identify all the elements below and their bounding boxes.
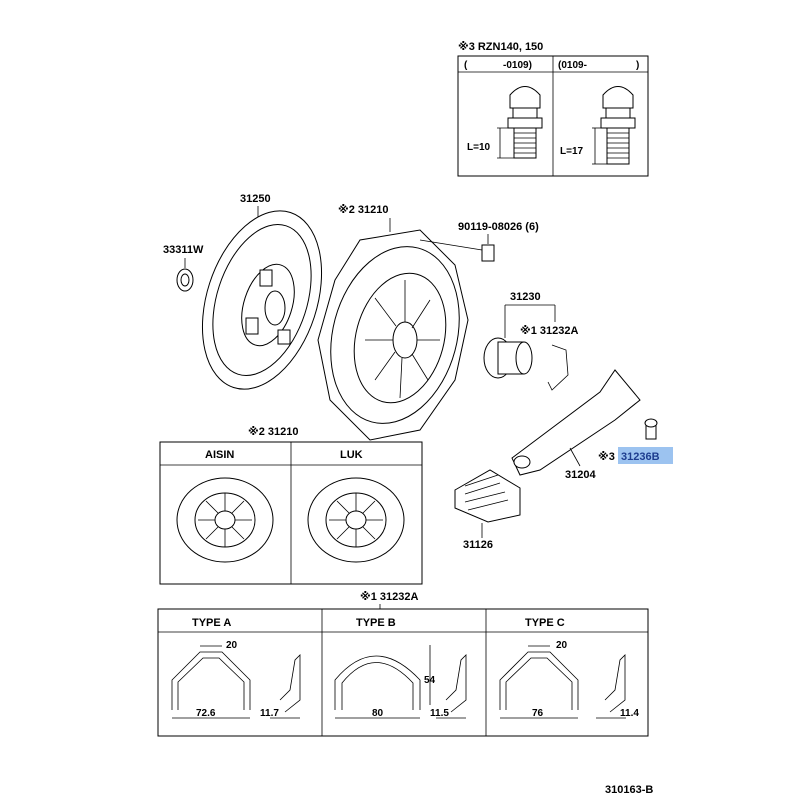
clip-type-c-name: TYPE C: [525, 617, 565, 629]
cover-col-luk: LUK: [340, 449, 363, 461]
clip-type-a-side: 11.7: [260, 708, 279, 719]
cover-bolt-illustration: 90119-08026 (6): [419, 221, 539, 262]
bolt-short-illustration: [497, 86, 543, 159]
bolt-long-length: L=17: [560, 146, 584, 157]
label-fork-bolt-prefix: ※3: [598, 451, 615, 463]
clip-type-c-illustration: [499, 645, 626, 719]
clutch-cover-illustration: ※2 31210: [317, 204, 469, 441]
label-bearing-assy: 31230: [510, 291, 541, 303]
luk-cover-illustration: [307, 477, 405, 563]
label-fork-bolt: 31236B: [621, 451, 660, 463]
cover-table-header: ※2 31210: [248, 426, 298, 438]
clip-type-c-width: 76: [532, 708, 544, 719]
label-boot: 31126: [463, 539, 493, 551]
clutch-disc-illustration: 31250: [201, 193, 323, 390]
clip-type-b-height: 54: [424, 675, 436, 686]
bolt-col2-range: (0109-: [558, 60, 587, 71]
release-fork-illustration: 31204: [511, 369, 641, 481]
clip-type-a-width: 72.6: [196, 708, 216, 719]
label-disc: 31250: [240, 193, 271, 205]
bolt-col1-range: -0109): [503, 60, 532, 71]
bolt-long-illustration: [592, 86, 636, 165]
label-bearing-small: 33311W: [163, 244, 204, 256]
footer-code: 310163-B: [605, 784, 653, 796]
pilot-bearing-illustration: 33311W: [163, 244, 204, 292]
fork-bolt-illustration: [644, 418, 658, 440]
fork-bolt-highlight[interactable]: [618, 447, 673, 464]
clip-type-c-side: 11.4: [620, 708, 639, 719]
clip-type-a-name: TYPE A: [192, 617, 231, 629]
aisin-cover-illustration: [176, 477, 274, 563]
cover-col-aisin: AISIN: [205, 449, 234, 461]
bolt-col2-close: ): [636, 60, 639, 71]
label-bolt: 90119-08026 (6): [458, 221, 539, 233]
clip-type-b-name: TYPE B: [356, 617, 396, 629]
clip-table: ※1 31232A TYPE A 20 72.6 11.7 TYPE B: [157, 591, 649, 737]
clip-table-header: ※1 31232A: [360, 591, 418, 603]
bolt-table-header: ※3 RZN140, 150: [458, 41, 543, 53]
boot-illustration: 31126: [454, 469, 521, 551]
cover-table: ※2 31210 AISIN LUK: [159, 426, 423, 585]
clip-type-a-illustration: [171, 645, 301, 719]
clip-type-b-width: 80: [372, 708, 384, 719]
label-cover-top: ※2 31210: [338, 204, 388, 216]
clip-type-a-top: 20: [226, 640, 238, 651]
bolt-short-length: L=10: [467, 142, 491, 153]
bolt-table: ※3 RZN140, 150 ( -0109) (0109- ) L=10: [457, 41, 649, 177]
clip-type-b-illustration: [334, 645, 467, 719]
clip-type-b-side: 11.5: [430, 708, 449, 719]
label-clip-top: ※1 31232A: [520, 325, 578, 337]
clip-type-c-top: 20: [556, 640, 568, 651]
bolt-col1-open: (: [464, 60, 468, 71]
release-bearing-illustration: 31230 ※1 31232A: [483, 291, 578, 391]
label-fork: 31204: [565, 469, 596, 481]
